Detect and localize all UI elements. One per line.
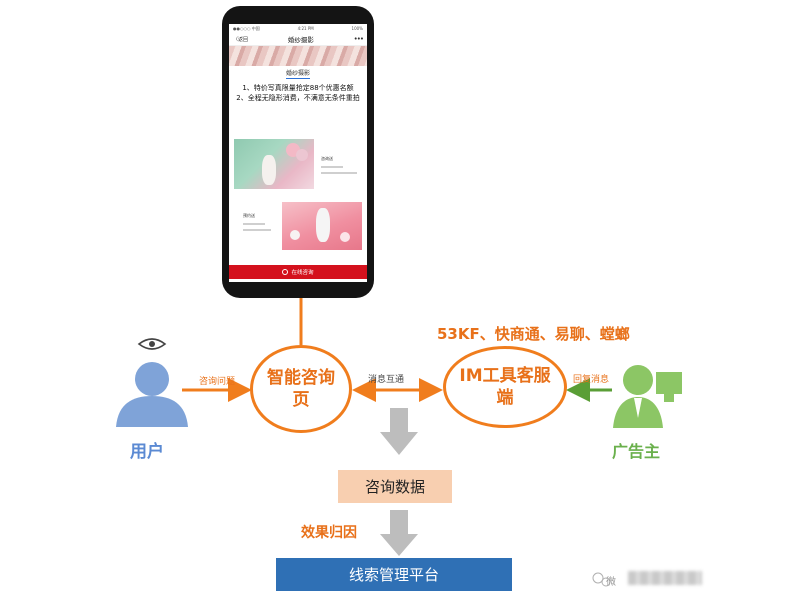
down-arrow-2 <box>380 510 418 556</box>
im-tools-list: 53KF、快商通、易聊、螳螂 <box>437 325 630 343</box>
phone-screen: ●●○○○ 中国 4:21 PM 100% 〈返回 婚纱摄影 ••• 婚纱摄影 … <box>229 24 367 282</box>
smart-consult-page-label: 智能咨询页 <box>267 368 335 410</box>
status-time: 4:21 PM <box>297 26 314 31</box>
lead-management-platform-label: 线索管理平台 <box>348 566 439 584</box>
online-consult-label: 在线咨询 <box>291 270 314 276</box>
headset-icon <box>282 269 289 275</box>
promo-card-booking[interactable]: 预约送 <box>229 199 367 253</box>
status-bar: ●●○○○ 中国 4:21 PM 100% <box>229 24 367 33</box>
status-battery: 100% <box>351 26 363 31</box>
promo-text: 1、特价写真限量抢定88个优惠名额 2、全程无隐形消费，不满意无条件重拍 <box>229 81 367 103</box>
more-menu-icon[interactable]: ••• <box>353 35 364 43</box>
card-booking-title: 预约送 <box>243 213 255 218</box>
wedding-photo-2 <box>282 202 362 250</box>
phone-tabbar: 婚纱摄影 <box>229 66 367 81</box>
status-carrier: ●●○○○ 中国 <box>233 25 260 31</box>
banner-image <box>229 46 367 66</box>
card-text-line <box>321 166 343 168</box>
promo-line-1: 1、特价写真限量抢定88个优惠名额 <box>242 84 354 92</box>
user-icon <box>116 338 188 427</box>
online-consult-button[interactable]: 在线咨询 <box>229 265 367 279</box>
card-text-line <box>243 229 271 231</box>
consult-data-label: 咨询数据 <box>364 478 425 496</box>
wedding-photo-1 <box>234 139 314 189</box>
card-text-line <box>243 223 265 225</box>
promo-card-consult[interactable]: 咨询送 <box>229 136 367 192</box>
advertiser-icon <box>613 365 682 428</box>
advertiser-label: 广告主 <box>612 442 661 461</box>
wechat-watermark-icon <box>592 572 611 587</box>
card-consult-title: 咨询送 <box>321 156 333 161</box>
phone-navbar: 〈返回 婚纱摄影 ••• <box>229 33 367 46</box>
consult-data-box: 咨询数据 <box>338 470 452 503</box>
phone-mockup: ●●○○○ 中国 4:21 PM 100% 〈返回 婚纱摄影 ••• 婚纱摄影 … <box>222 6 374 298</box>
watermark-text: 微 <box>606 577 616 588</box>
consult-question-label: 咨询问题 <box>199 377 236 387</box>
watermark-blurred <box>628 571 702 585</box>
promo-line-2: 2、全程无隐形消费，不满意无条件重拍 <box>236 94 360 102</box>
effect-attribution-label: 效果归因 <box>301 525 357 541</box>
message-exchange-label: 消息互通 <box>368 375 405 385</box>
down-arrow-1 <box>380 408 418 455</box>
user-label: 用户 <box>130 442 164 462</box>
lead-management-platform-box: 线索管理平台 <box>276 558 512 591</box>
tab-wedding-photo[interactable]: 婚纱摄影 <box>285 70 310 79</box>
reply-message-label: 回复消息 <box>573 375 610 385</box>
im-tool-node: IM工具客服端 <box>443 346 567 428</box>
phone-page-title: 婚纱摄影 <box>287 36 314 44</box>
card-text-line <box>321 172 357 174</box>
smart-consult-page-node: 智能咨询页 <box>250 345 352 433</box>
im-tool-label: IM工具客服端 <box>459 366 551 408</box>
back-button[interactable]: 〈返回 <box>233 36 249 43</box>
